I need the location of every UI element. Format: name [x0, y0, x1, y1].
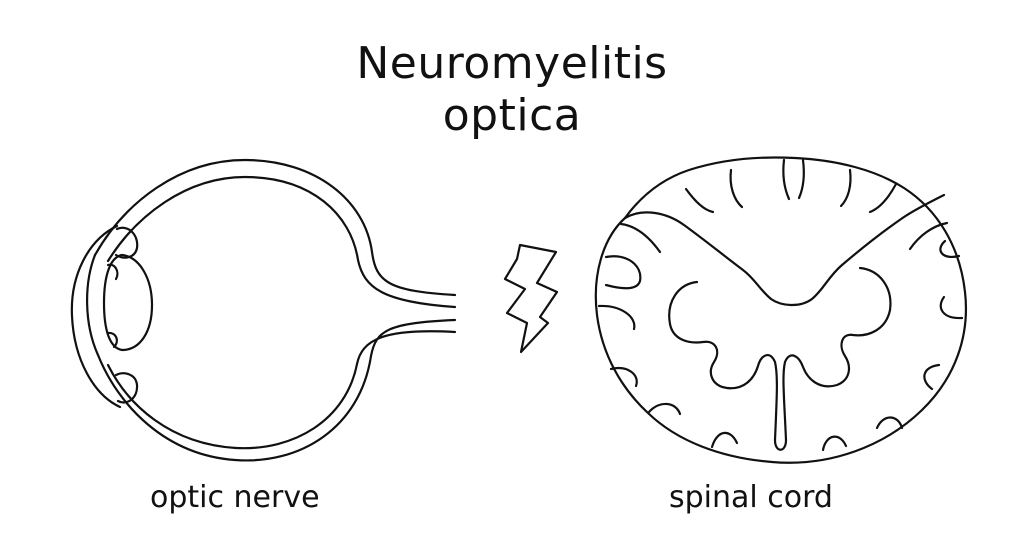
lightning-bolt-icon	[503, 243, 559, 354]
optic-nerve-label: optic nerve	[150, 480, 320, 515]
page-title: Neuromyelitis optica	[0, 38, 1024, 142]
spinal-cord-cross-section-icon	[594, 156, 967, 464]
title-line-2: optica	[442, 90, 582, 141]
spinal-cord-label: spinal cord	[669, 480, 833, 515]
title-line-1: Neuromyelitis	[356, 38, 668, 89]
eye-cross-section-icon	[70, 158, 457, 462]
